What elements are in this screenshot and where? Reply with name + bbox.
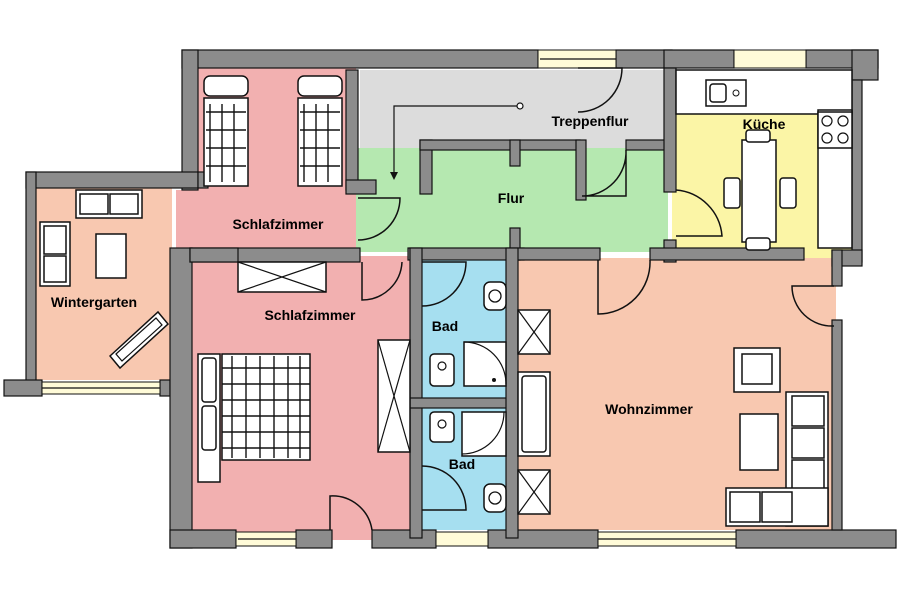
label-wohnzimmer: Wohnzimmer [605,401,693,417]
label-flur: Flur [498,190,525,206]
label-schlafzimmer-main: Schlafzimmer [264,307,356,323]
furniture [39,69,853,527]
treppenflur-area [360,70,666,150]
doors [329,67,835,531]
wohnzimmer-area [512,258,836,530]
schlafzimmer-top-passage [176,190,198,248]
label-bad-bottom: Bad [449,456,475,472]
room-labels: Wintergarten Schlafzimmer Schlafzimmer T… [51,113,786,472]
stairs [390,102,524,180]
label-kueche: Küche [743,116,786,132]
walls [3,49,897,549]
windows [41,49,807,547]
label-bad-top: Bad [432,318,458,334]
label-schlafzimmer-top: Schlafzimmer [232,216,324,232]
room-fills [36,68,852,540]
label-treppenflur: Treppenflur [551,113,629,129]
label-wintergarten: Wintergarten [51,294,137,310]
